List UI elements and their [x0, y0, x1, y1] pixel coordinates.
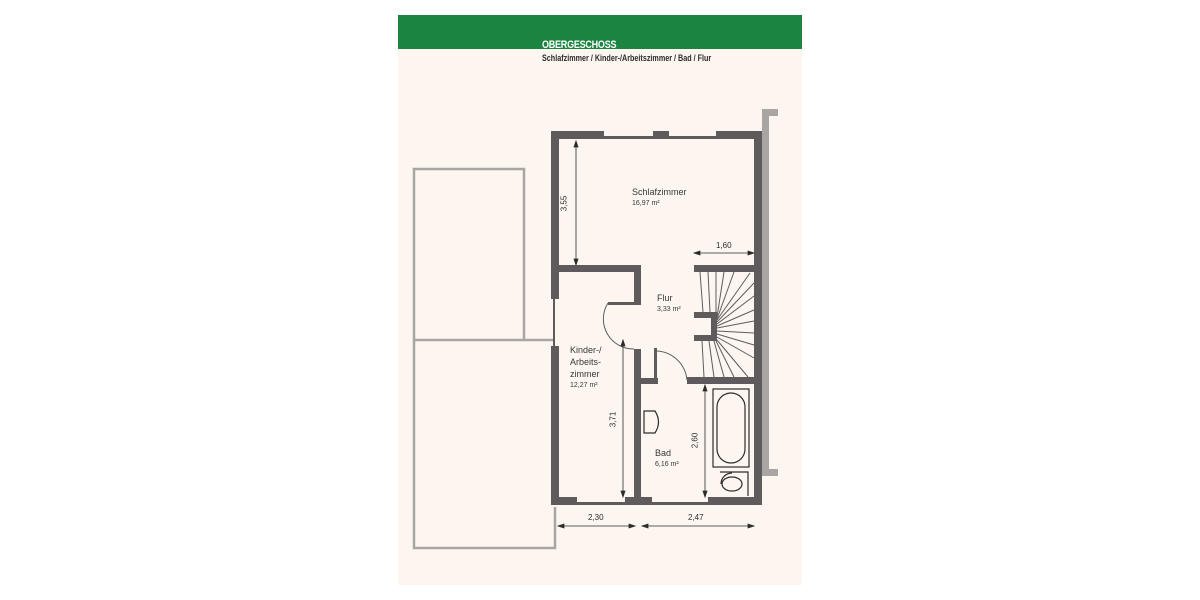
floor-subtitle: Schlafzimmer / Kinder-/Arbeitszimmer / B…: [542, 53, 712, 63]
floor-plan-drawing: [412, 109, 778, 550]
dimension-lines: [556, 139, 756, 529]
header-band: [398, 15, 802, 49]
bathtub: [712, 388, 750, 468]
dim-kinder-width: 2,30: [588, 513, 604, 522]
room-bad: Bad 6,16 m²: [655, 447, 679, 470]
room-area: 6,16 m²: [655, 461, 679, 468]
room-name: Schlafzimmer: [632, 187, 687, 197]
room-area: 16,97 m²: [632, 200, 660, 207]
room-area: 3,33 m²: [657, 306, 681, 313]
room-kinder-arbeitszimmer: Kinder-/ Arbeits- zimmer 12,27 m²: [570, 344, 602, 391]
room-name: Bad: [655, 448, 672, 458]
room-area: 12,27 m²: [570, 382, 598, 389]
toilet: [720, 471, 749, 496]
dim-bad-height: 2,60: [690, 432, 700, 449]
terrace-edge: [762, 109, 778, 476]
room-name-line: Kinder-/: [570, 345, 602, 355]
room-name-line: Arbeits-: [570, 357, 602, 367]
room-name-line: zimmer: [570, 369, 600, 379]
dim-stair-width: 1,60: [716, 241, 732, 250]
neighbor-outline: [412, 167, 557, 550]
room-schlafzimmer: Schlafzimmer 16,97 m²: [632, 187, 687, 209]
dim-schlafzimmer-height: 3,55: [559, 195, 569, 212]
door-swings: [602, 302, 688, 381]
dim-kinder-height: 3,71: [608, 411, 618, 428]
room-flur: Flur 3,33 m²: [657, 293, 681, 315]
floor-plan-page: OBERGESCHOSS Schlafzimmer / Kinder-/Arbe…: [398, 15, 802, 585]
room-name: Flur: [657, 293, 673, 303]
washbasin: [643, 410, 660, 434]
floor-title: OBERGESCHOSS: [542, 39, 617, 51]
walls: [551, 131, 762, 505]
dim-bad-width: 2,47: [688, 513, 704, 522]
stair-treads: [699, 271, 755, 378]
